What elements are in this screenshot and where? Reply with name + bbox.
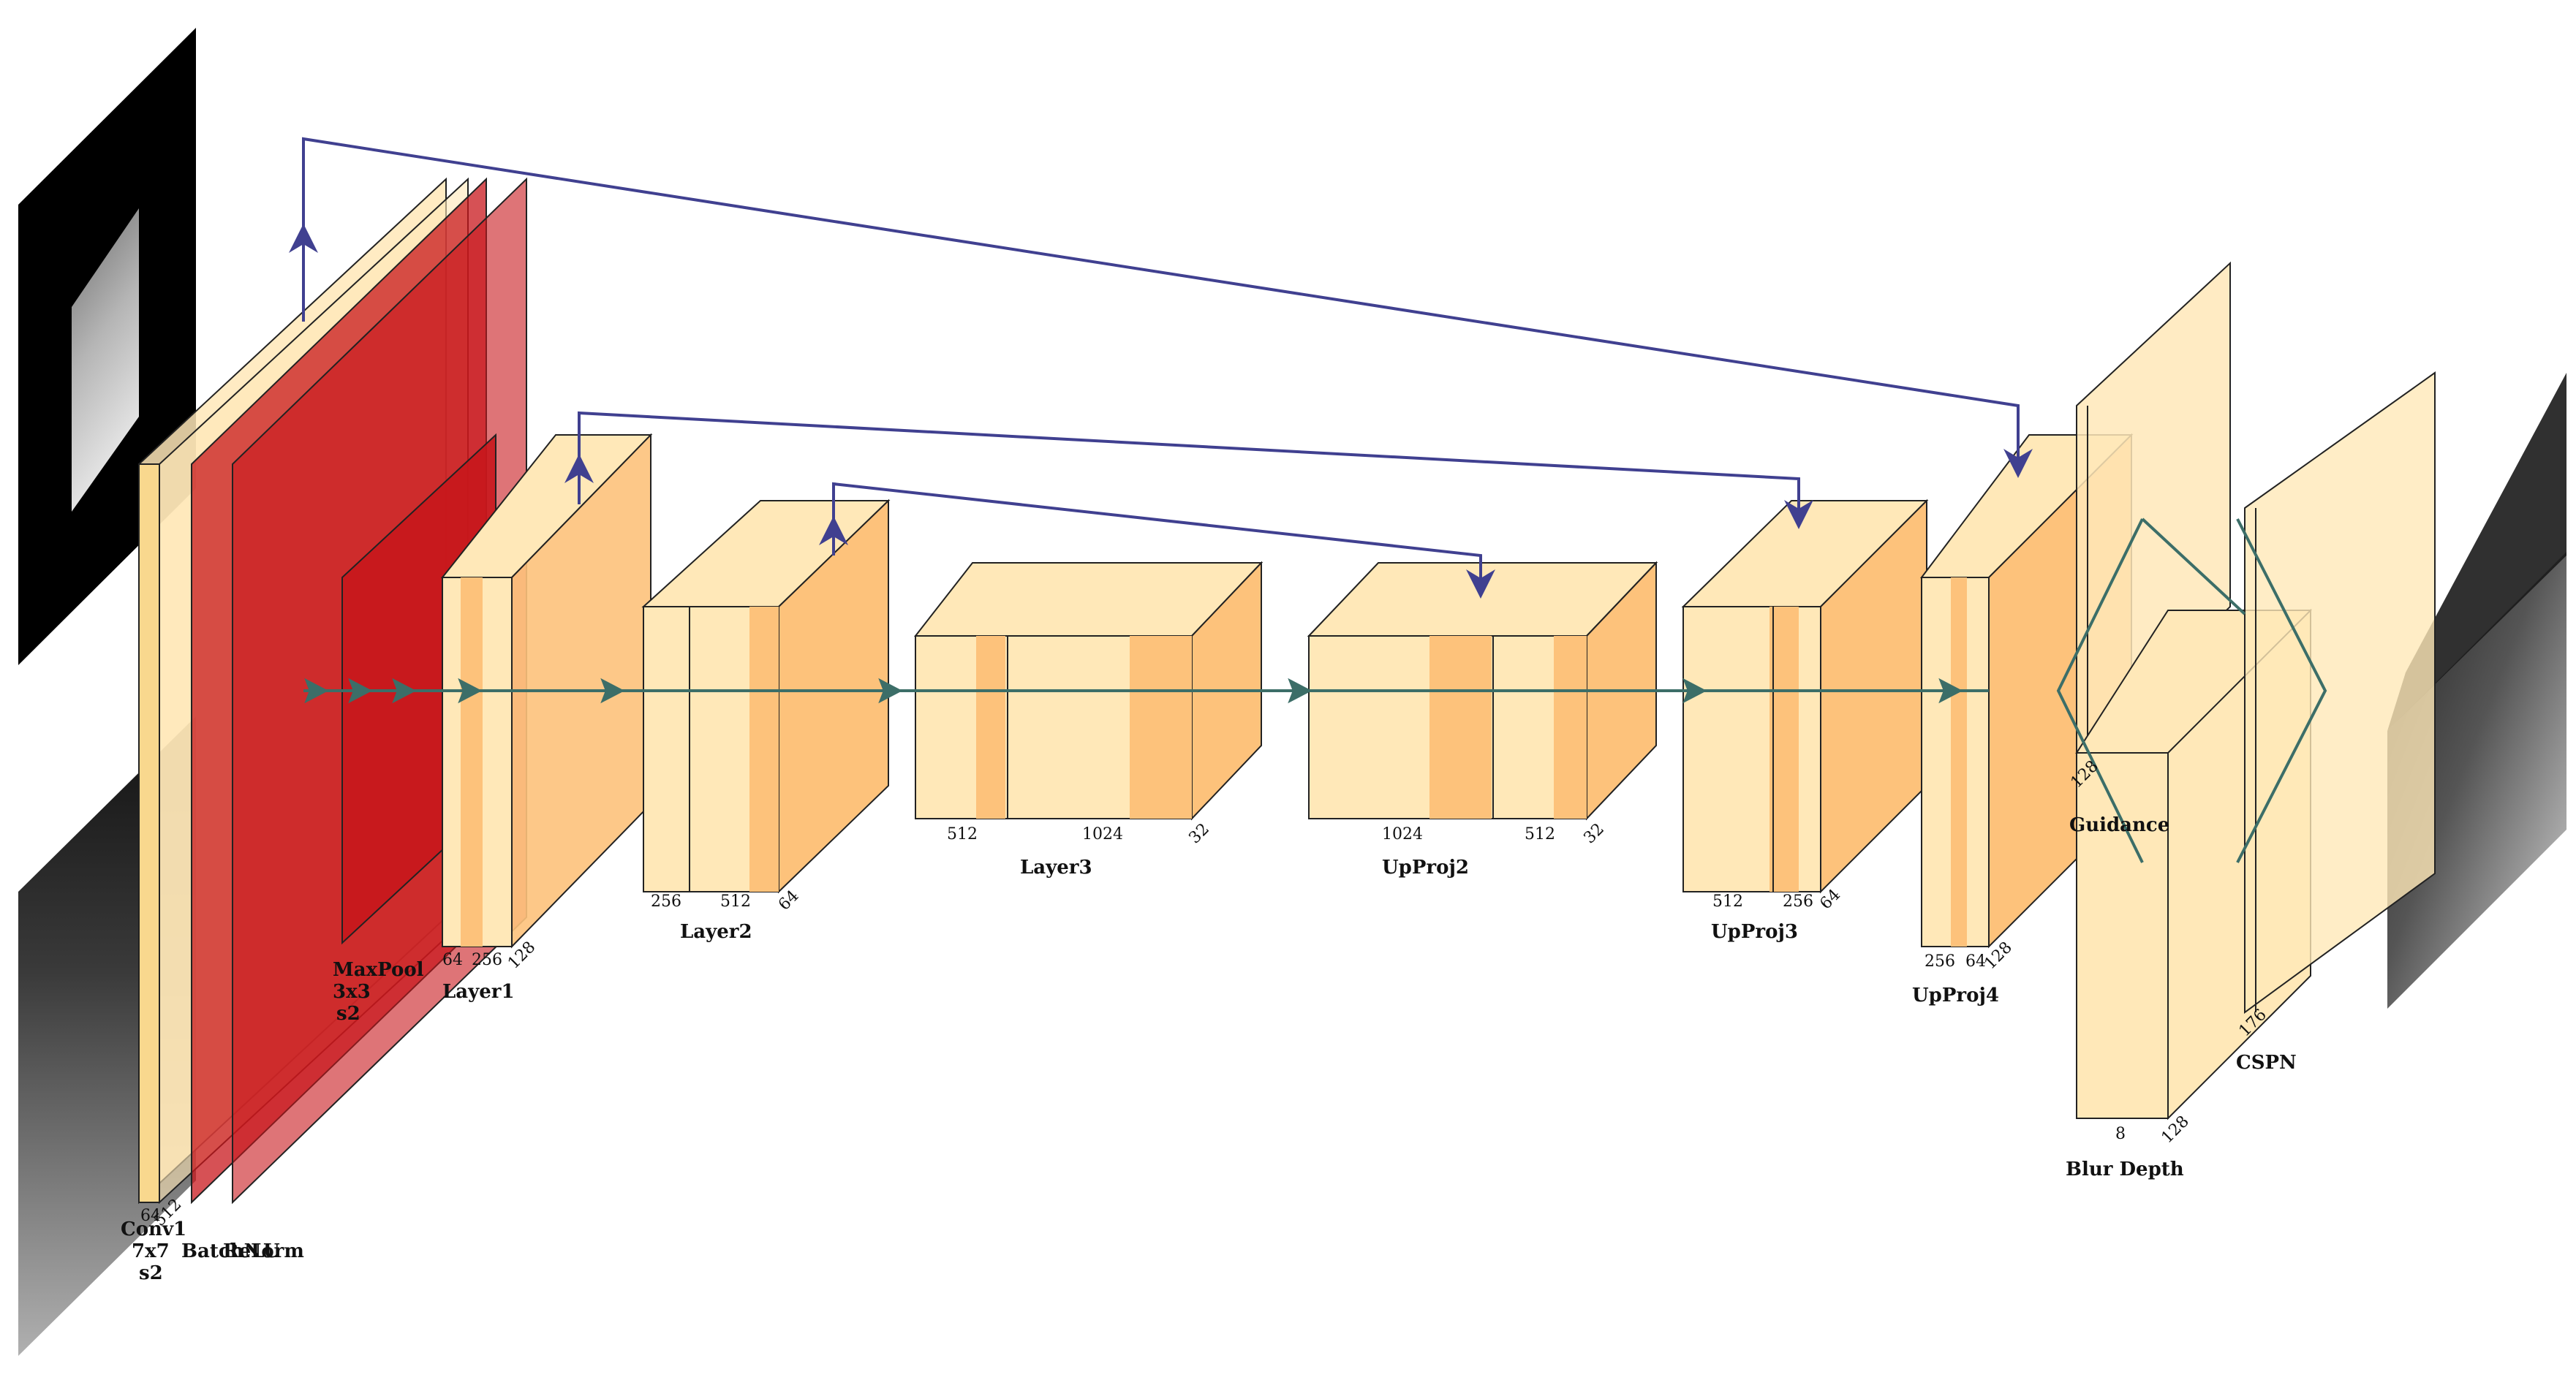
dim-blur-depth-0: 8 xyxy=(2115,1125,2126,1143)
label-upproj4: UpProj4 xyxy=(1912,985,1999,1006)
label-conv1-1: 7x7 xyxy=(132,1240,170,1262)
label-maxpool-1: 3x3 xyxy=(333,981,371,1003)
label-blur-depth: Blur Depth xyxy=(2066,1159,2184,1180)
skip-connections xyxy=(289,137,2033,599)
dim-layer2-1: 512 xyxy=(720,892,751,911)
dim-layer2-0: 256 xyxy=(651,892,681,911)
dim-upproj3-0: 512 xyxy=(1712,892,1743,911)
layer-labels: Conv1 7x7 s2 BatchNorm ReLU MaxPool 3x3 … xyxy=(121,814,2297,1284)
label-relu: ReLU xyxy=(223,1240,280,1262)
label-upproj2: UpProj2 xyxy=(1382,857,1469,879)
label-layer1: Layer1 xyxy=(442,981,515,1003)
dim-upproj4-1: 64 xyxy=(1965,952,1986,971)
label-guidance: Guidance xyxy=(2069,814,2169,836)
dim-layer1-1: 256 xyxy=(472,951,502,969)
cspn-block xyxy=(2244,371,2436,1014)
dim-layer1-0: 64 xyxy=(442,951,463,969)
dim-upproj2-2: 32 xyxy=(1580,820,1607,847)
label-conv1-2: s2 xyxy=(139,1262,163,1284)
label-cspn: CSPN xyxy=(2236,1052,2297,1074)
dim-layer3-2: 32 xyxy=(1185,820,1212,847)
dim-layer3-1: 1024 xyxy=(1082,825,1123,843)
dim-upproj2-1: 512 xyxy=(1525,825,1555,843)
label-layer3: Layer3 xyxy=(1020,857,1092,879)
dim-upproj4-0: 256 xyxy=(1925,952,1955,971)
label-batchnorm: BatchNorm xyxy=(181,1240,304,1262)
label-conv1-0: Conv1 xyxy=(121,1218,186,1240)
flow-arrows xyxy=(303,518,2327,863)
dim-conv1-0: 64 xyxy=(140,1207,161,1225)
label-layer2: Layer2 xyxy=(680,921,752,943)
layer2-block xyxy=(641,498,891,894)
label-maxpool-0: MaxPool xyxy=(333,959,424,981)
dim-upproj3-1: 256 xyxy=(1783,892,1813,911)
dim-upproj2-0: 1024 xyxy=(1382,825,1423,843)
label-upproj3: UpProj3 xyxy=(1711,921,1798,943)
upproj2-block xyxy=(1307,561,1658,821)
upproj3-block xyxy=(1681,498,1929,894)
label-maxpool-2: s2 xyxy=(336,1003,360,1025)
dim-layer3-0: 512 xyxy=(947,825,978,843)
